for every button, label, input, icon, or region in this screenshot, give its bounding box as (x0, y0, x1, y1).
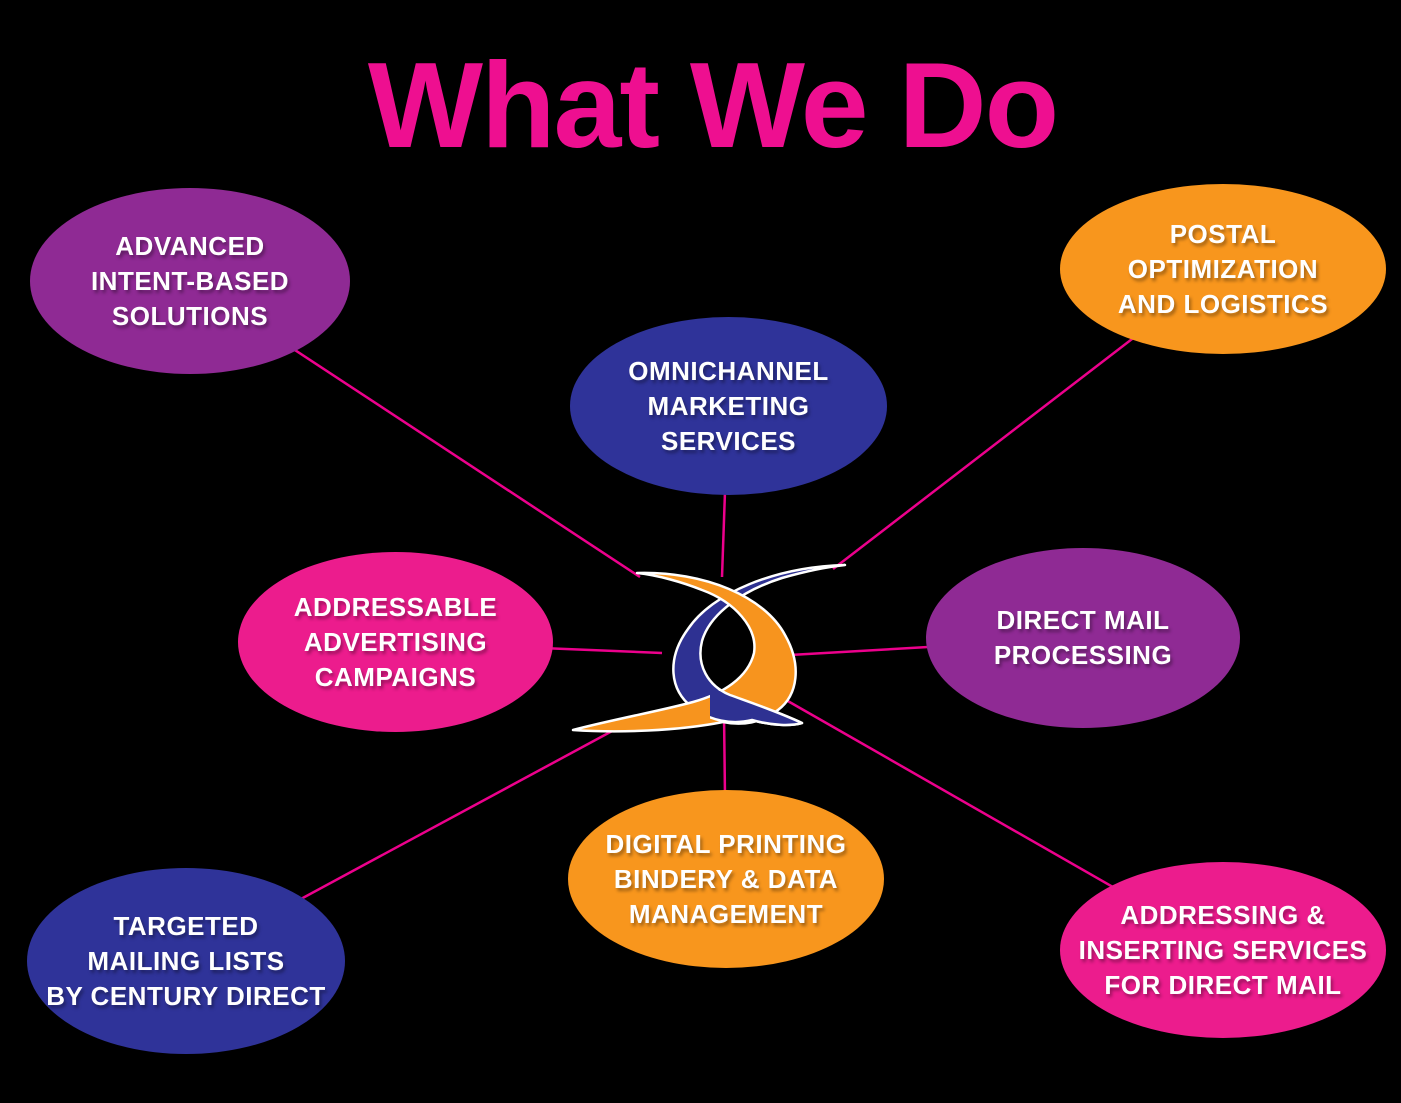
label-line: POSTAL (1169, 218, 1277, 249)
node-addressing-and-inserting-services-for-direct-mail: ADDRESSING & INSERTING SERVICES FOR DIRE… (1060, 862, 1386, 1038)
node-advanced-intent-based-solutions: ADVANCED INTENT-BASED SOLUTIONS (30, 188, 350, 374)
label-line: PROCESSING (993, 640, 1173, 670)
label-line: CAMPAIGNS (314, 661, 477, 692)
label-line: SERVICES (660, 425, 796, 456)
label-line: ADVERTISING (303, 626, 488, 657)
node-label: OMNICHANNEL MARKETING SERVICES (628, 354, 829, 459)
node-label: ADDRESSING & INSERTING SERVICES FOR DIRE… (1079, 898, 1368, 1003)
node-label: DIRECT MAIL PROCESSING (994, 603, 1172, 673)
label-line: MARKETING (647, 390, 810, 421)
page-title: What We Do (367, 37, 1059, 173)
label-line: AND LOGISTICS (1117, 288, 1329, 319)
node-targeted-mailing-lists-by-century-direct: TARGETED MAILING LISTS BY CENTURY DIRECT (27, 868, 345, 1054)
label-line: DIRECT MAIL (996, 605, 1170, 635)
label-line: ADDRESSABLE (293, 591, 498, 622)
label-line: BY CENTURY DIRECT (46, 980, 326, 1011)
node-label: ADVANCED INTENT-BASED SOLUTIONS (91, 229, 289, 334)
node-label: ADDRESSABLE ADVERTISING CAMPAIGNS (294, 590, 497, 695)
label-line: BINDERY & DATA (613, 863, 839, 894)
swoosh-blue-overlap (710, 691, 804, 727)
label-line: FOR DIRECT MAIL (1104, 969, 1342, 1000)
label-line: ADDRESSING & (1120, 899, 1326, 930)
node-postal-optimization-and-logistics: POSTAL OPTIMIZATION AND LOGISTICS (1060, 184, 1386, 354)
node-label: POSTAL OPTIMIZATION AND LOGISTICS (1118, 217, 1328, 322)
node-label: DIGITAL PRINTING BINDERY & DATA MANAGEME… (605, 827, 846, 932)
node-digital-printing-bindery-and-data-management: DIGITAL PRINTING BINDERY & DATA MANAGEME… (568, 790, 884, 968)
label-line: MAILING LISTS (87, 945, 285, 976)
label-line: INSERTING SERVICES (1078, 934, 1368, 965)
label-line: SOLUTIONS (111, 300, 269, 331)
node-omnichannel-marketing-services: OMNICHANNEL MARKETING SERVICES (570, 317, 887, 495)
label-line: INTENT-BASED (90, 265, 290, 296)
label-line: DIGITAL PRINTING (605, 828, 847, 859)
label-line: MANAGEMENT (628, 898, 824, 929)
century-direct-swoosh-logo-icon (571, 563, 847, 733)
label-line: TARGETED (113, 910, 259, 941)
node-direct-mail-processing: DIRECT MAIL PROCESSING (926, 548, 1240, 728)
label-line: ADVANCED (115, 230, 265, 261)
label-line: OMNICHANNEL (628, 355, 829, 386)
label-line: OPTIMIZATION (1127, 253, 1319, 284)
node-label: TARGETED MAILING LISTS BY CENTURY DIRECT (46, 909, 326, 1014)
swoosh-orange (571, 571, 797, 733)
node-addressable-advertising-campaigns: ADDRESSABLE ADVERTISING CAMPAIGNS (238, 552, 553, 732)
